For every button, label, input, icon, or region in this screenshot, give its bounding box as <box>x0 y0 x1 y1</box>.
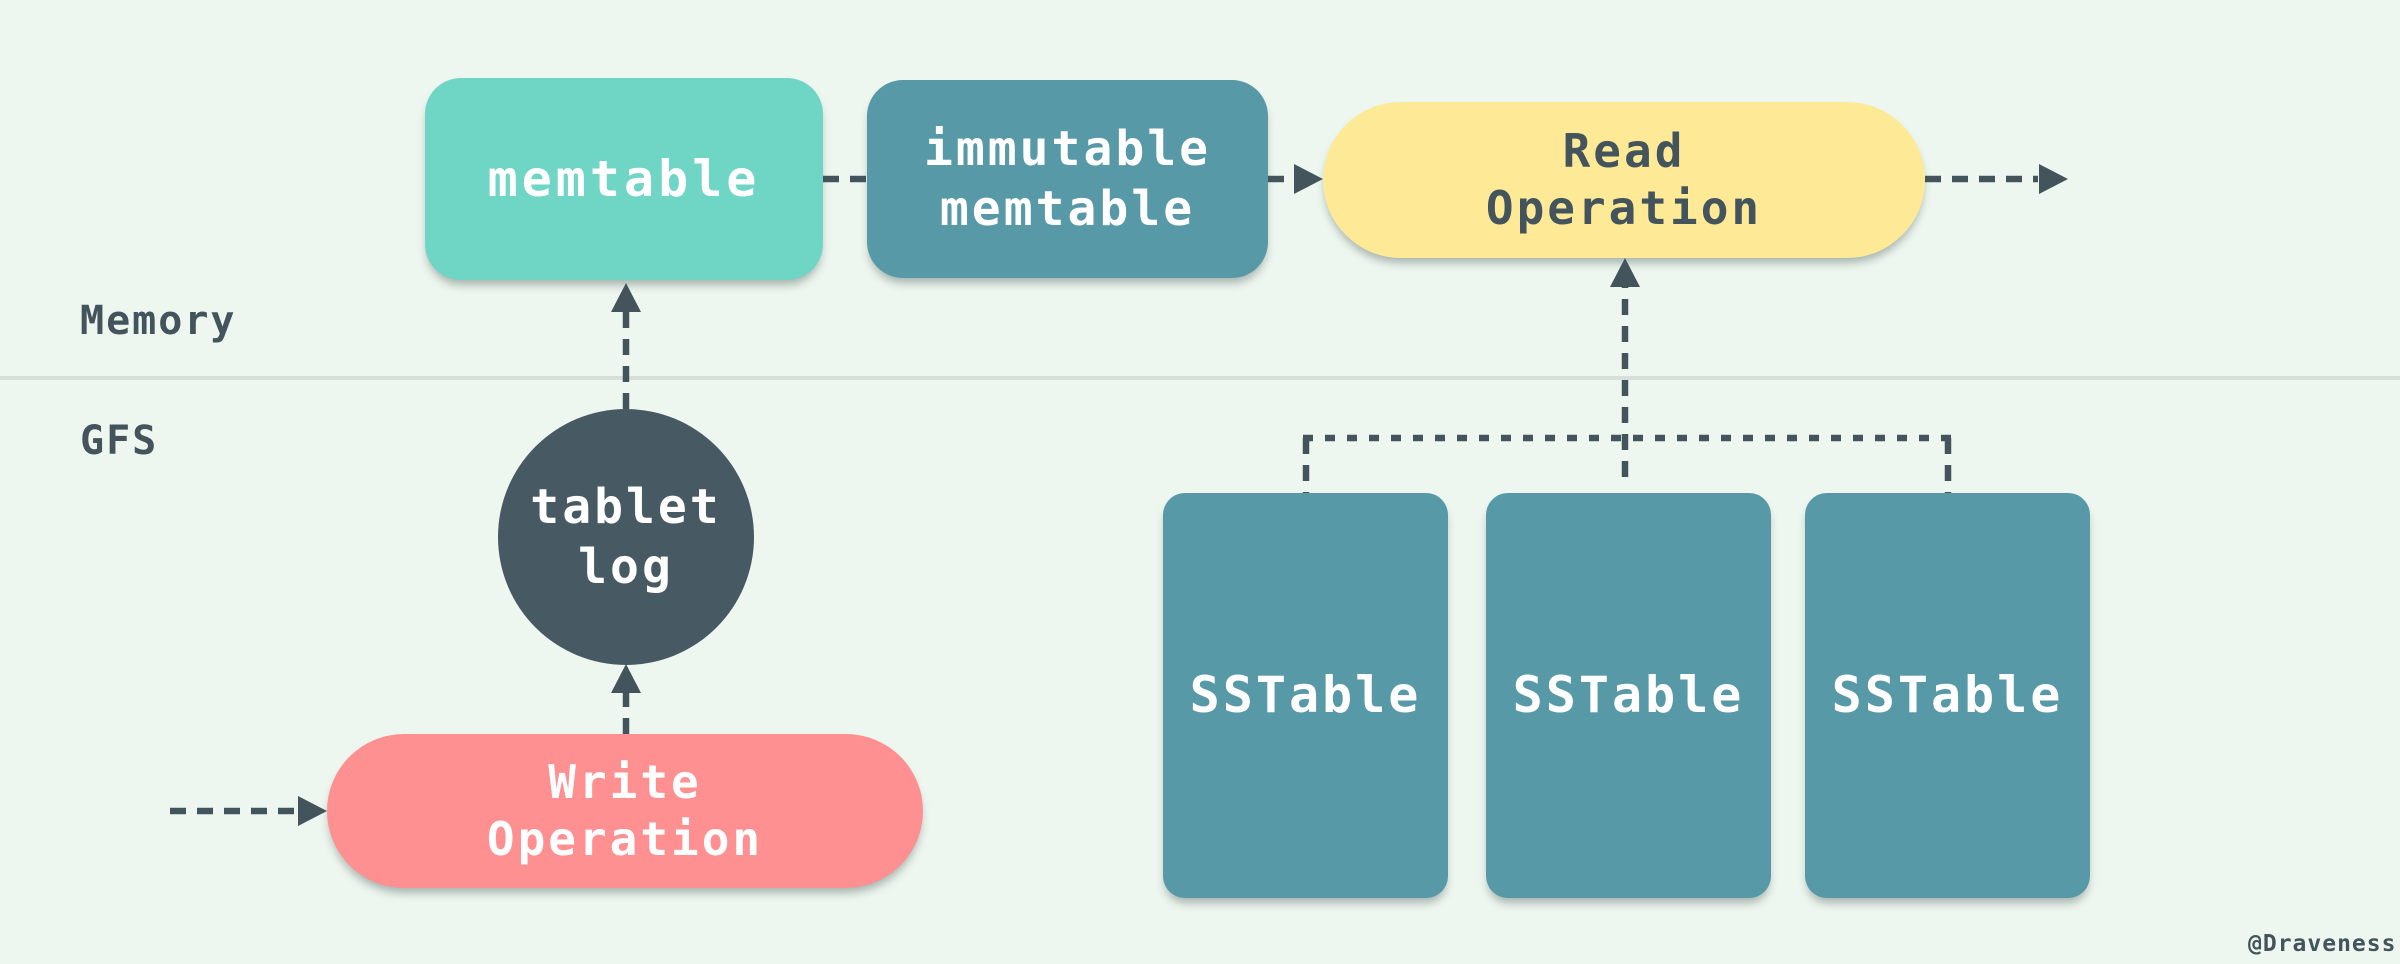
arrow-sstables-to-read <box>1610 258 1640 477</box>
sstable-node-1: SSTable <box>1163 493 1448 898</box>
immutable-memtable-node: immutable memtable <box>867 80 1268 278</box>
arrow-read-to-out <box>1925 164 2068 194</box>
memory-zone-label: Memory <box>80 298 237 344</box>
sstable-node-2: SSTable <box>1486 493 1771 898</box>
memory-gfs-divider <box>0 376 2400 380</box>
sstable-connector-bus <box>1302 434 1952 493</box>
arrow-in-to-write <box>170 796 327 826</box>
arrow-immutable-to-read <box>1268 164 1323 194</box>
write-operation-node: Write Operation <box>327 734 923 888</box>
read-operation-node: Read Operation <box>1323 102 1925 258</box>
credit-watermark: @Draveness <box>2248 931 2397 957</box>
arrow-tabletlog-to-memtable <box>611 283 641 409</box>
gfs-zone-label: GFS <box>80 418 159 464</box>
tablet-log-node: tablet log <box>498 409 754 665</box>
arrow-write-to-tabletlog <box>611 664 641 734</box>
sstable-node-3: SSTable <box>1805 493 2090 898</box>
memtable-node: memtable <box>425 78 823 280</box>
